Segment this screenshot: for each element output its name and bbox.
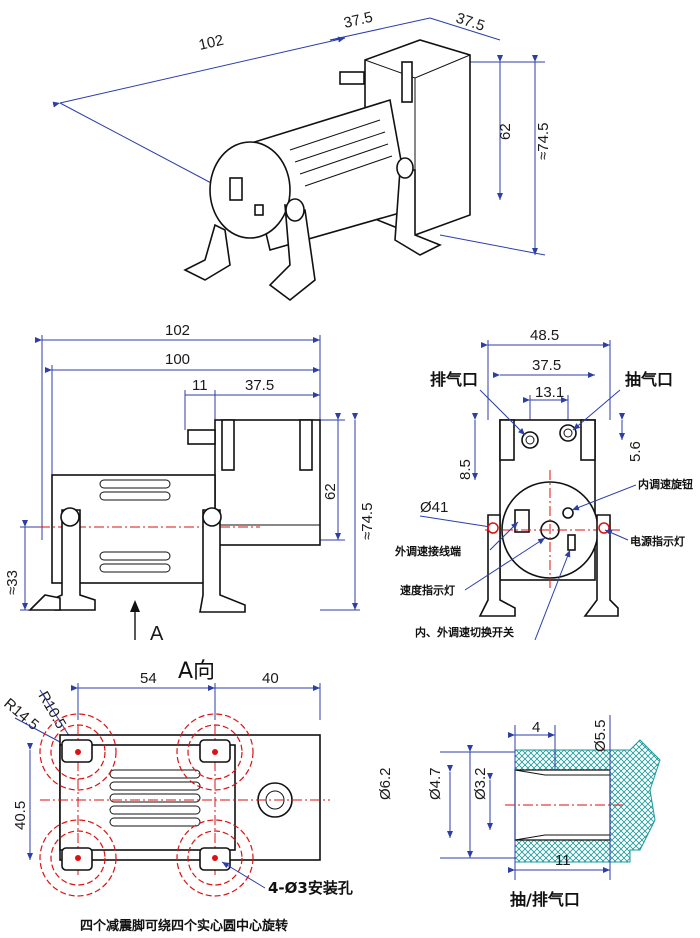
foot-right: [583, 514, 619, 617]
dim-13-1: 13.1: [535, 384, 564, 401]
port-detail-view: 4 Ø5.5 Ø6.2 Ø4.7 Ø3.2 11 抽/排气口: [377, 715, 661, 909]
dim-40-5: 40.5: [12, 801, 29, 830]
switch: [567, 534, 576, 551]
port-caption: 抽/排气口: [510, 890, 580, 909]
dim-37-5: 37.5: [245, 377, 274, 394]
side-view: 48.5 37.5 13.1 8.5 5.6 Ø41 排气口 抽气口 内: [394, 327, 693, 641]
label-power-led: 电源指示灯: [630, 534, 685, 548]
dim-phi-3-2: Ø3.2: [472, 767, 489, 800]
foot-left-pad: [28, 594, 61, 611]
dim-8-5: 8.5: [457, 459, 474, 480]
view-arrow-label: A: [150, 623, 164, 645]
nozzle: [187, 429, 216, 445]
extension-line: [439, 234, 546, 256]
exhaust-nozzle: [339, 71, 365, 85]
intake-port: [559, 424, 577, 442]
terminal-block: [514, 509, 530, 533]
isometric-view: 102 37.5 37.5 62 ≈74.5: [52, 9, 552, 302]
dim-phi-4-7: Ø4.7: [427, 767, 444, 800]
dim-11: 11: [555, 852, 571, 869]
dim-40: 40: [262, 670, 279, 687]
extension-line: [59, 102, 216, 186]
dim-37-5-a: 37.5: [342, 9, 374, 32]
motor-end-cap: [209, 141, 291, 239]
foot-back-right: [394, 169, 442, 256]
dim-phi-5-5: Ø5.5: [592, 719, 609, 752]
foot-left: [478, 514, 516, 617]
terminal-block: [229, 177, 243, 201]
mount-circles: [39, 713, 254, 897]
foot-post: [60, 507, 80, 527]
view-title: A向: [178, 659, 215, 684]
note-rotation: 四个减震脚可绕四个实心圆中心旋转: [80, 918, 288, 934]
head-rib: [221, 419, 235, 471]
label-intake: 抽气口: [625, 370, 673, 389]
dim-phi-41: Ø41: [420, 499, 448, 516]
dim-37-5: 37.5: [532, 357, 561, 374]
dim-54: 54: [140, 670, 157, 687]
foot-left: [54, 509, 96, 611]
foot-post: [285, 198, 305, 222]
head-rib: [299, 419, 313, 471]
dim-62: 62: [497, 123, 514, 140]
dim-74-5: ≈74.5: [359, 503, 376, 540]
mount-feet: [61, 739, 231, 871]
switch: [254, 204, 264, 216]
label-mount-holes: 4-Ø3安装孔: [268, 879, 353, 897]
motor-slots: [99, 479, 171, 573]
dim-62: 62: [322, 483, 339, 500]
front-view: 102 100 11 37.5 62 ≈74.5 ≈33 A: [4, 322, 376, 645]
inner-knob: [562, 507, 574, 519]
dim-11: 11: [192, 377, 208, 394]
bottom-view: A向 54 40 40.5 R10.5 R14.5: [0, 659, 352, 934]
label-speed-led: 速度指示灯: [400, 583, 455, 597]
foot-post: [202, 507, 222, 527]
dim-74-5: ≈74.5: [535, 123, 552, 160]
dim-line-top: [329, 17, 431, 41]
label-switch: 内、外调速切换开关: [415, 625, 514, 639]
dim-102: 102: [197, 32, 225, 54]
dim-4: 4: [532, 719, 540, 736]
label-exhaust: 排气口: [430, 370, 478, 389]
dim-r14-5: R14.5: [0, 695, 42, 734]
dim-line-102: [52, 36, 346, 108]
intake-nozzle: [401, 61, 413, 103]
dim-37-5-b: 37.5: [454, 10, 487, 35]
dim-5-6: 5.6: [627, 441, 644, 462]
label-inner-knob: 内调速旋钮: [638, 477, 693, 491]
exhaust-port: [521, 431, 539, 449]
foot-front-right: [268, 203, 316, 302]
foot-post: [396, 157, 414, 179]
foot-right: [199, 509, 246, 613]
dim-102: 102: [165, 322, 190, 339]
dim-line-top2: [429, 17, 501, 41]
foot-front-left: [183, 223, 231, 281]
label-ext-terminal: 外调速接线端: [394, 544, 461, 558]
dim-phi-6-2: Ø6.2: [377, 767, 394, 800]
dim-33: ≈33: [4, 570, 21, 595]
dim-100: 100: [165, 351, 190, 368]
motor-slots: [289, 119, 393, 187]
dim-48-5: 48.5: [530, 327, 559, 344]
motor-slots: [109, 769, 201, 827]
